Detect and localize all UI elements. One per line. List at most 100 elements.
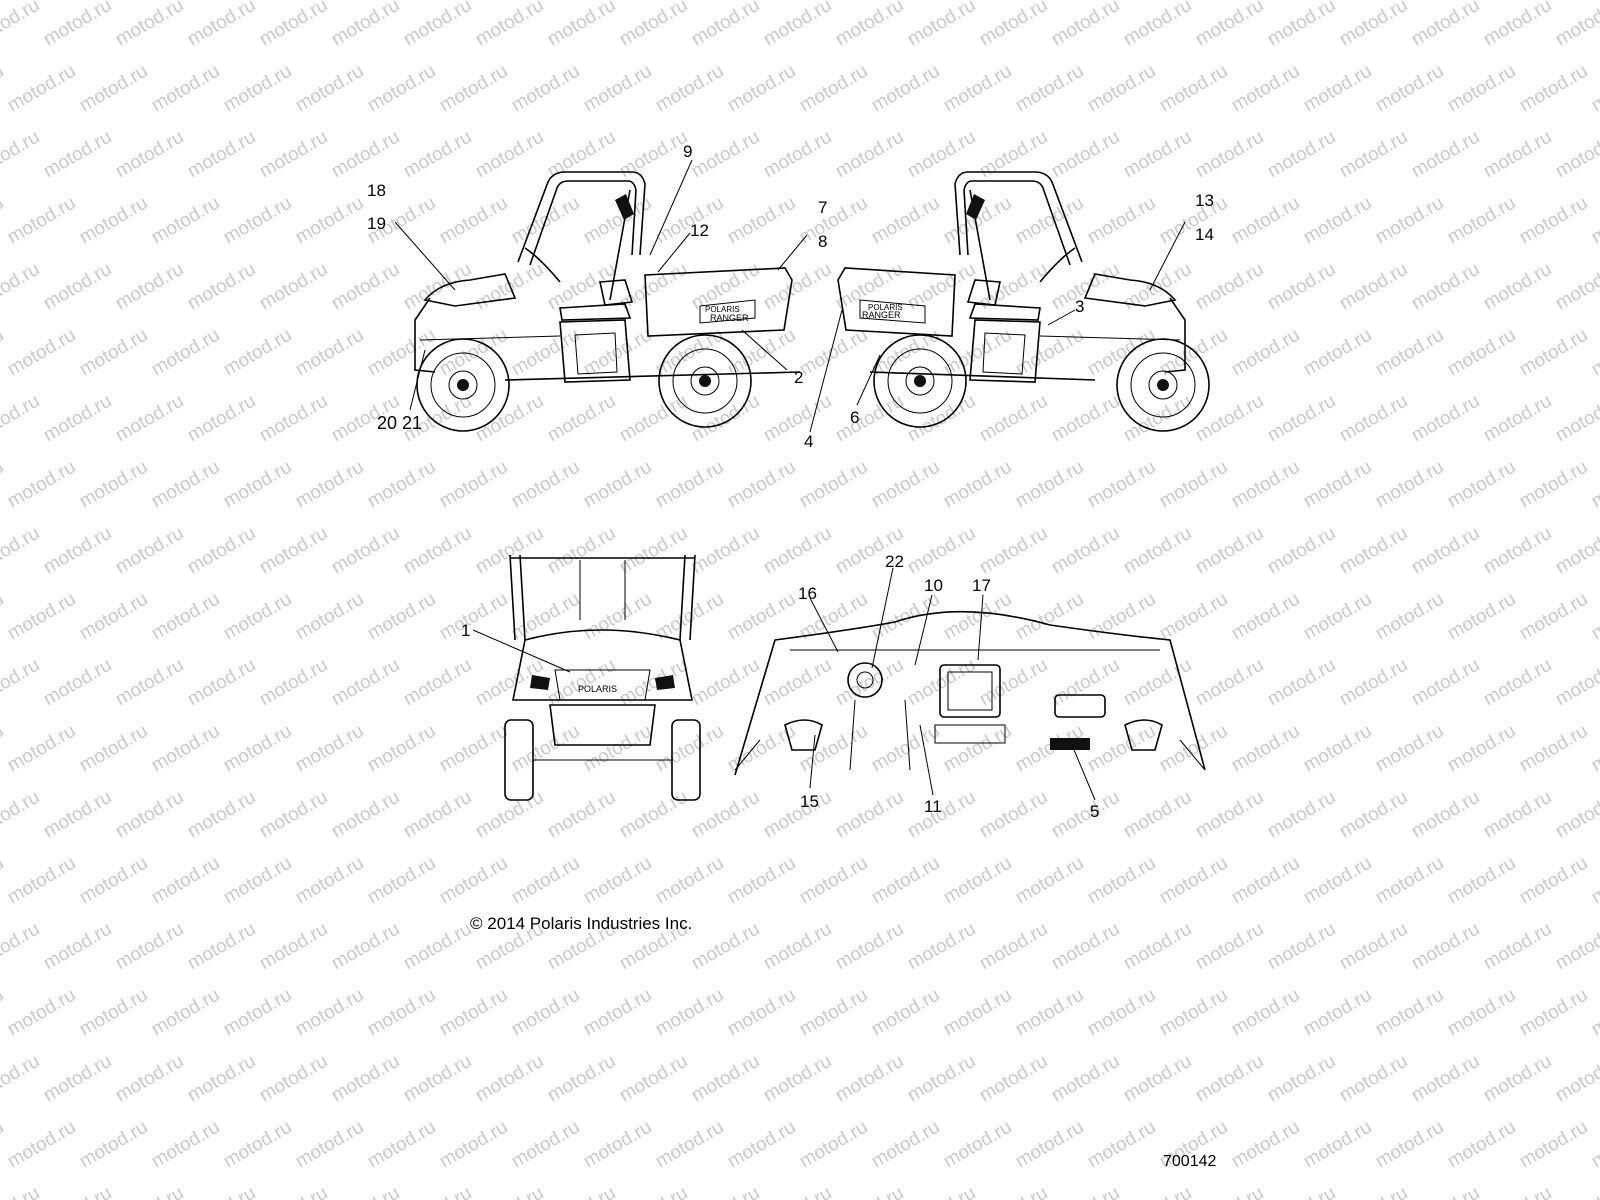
watermark-text: motod.ru xyxy=(1372,721,1447,777)
callout-numbers: 18 19 9 12 7 8 3 2 6 4 13 14 20 21 1 16 … xyxy=(367,142,1214,821)
watermark-text: motod.ru xyxy=(112,391,187,447)
watermark-text: motod.ru xyxy=(0,523,43,579)
watermark-text: motod.ru xyxy=(4,61,79,117)
watermark-text: motod.ru xyxy=(256,127,331,183)
watermark-text: motod.ru xyxy=(508,325,583,381)
watermark-text: motod.ru xyxy=(1300,457,1375,513)
watermark-text: motod.ru xyxy=(760,1183,835,1200)
watermark-text: motod.ru xyxy=(112,655,187,711)
callout-10: 10 xyxy=(924,576,943,595)
watermark-text: motod.ru xyxy=(1120,523,1195,579)
watermark-text: motod.ru xyxy=(112,127,187,183)
watermark-text: motod.ru xyxy=(1120,127,1195,183)
watermark-text: motod.ru xyxy=(1336,0,1411,50)
watermark-text: motod.ru xyxy=(4,1117,79,1173)
watermark-text: motod.ru xyxy=(904,0,979,50)
watermark-text: motod.ru xyxy=(508,61,583,117)
watermark-text: motod.ru xyxy=(4,721,79,777)
watermark-text: motod.ru xyxy=(220,985,295,1041)
watermark-text: motod.ru xyxy=(472,523,547,579)
watermark-text: motod.ru xyxy=(508,985,583,1041)
watermark-text: motod.ru xyxy=(1588,457,1600,513)
watermark-text: motod.ru xyxy=(1228,193,1303,249)
watermark-text: motod.ru xyxy=(976,391,1051,447)
watermark-text: motod.ru xyxy=(1264,1183,1339,1200)
watermark-text: motod.ru xyxy=(1588,853,1600,909)
watermark-text: motod.ru xyxy=(0,127,43,183)
watermark-text: motod.ru xyxy=(40,655,115,711)
watermark-text: motod.ru xyxy=(1048,655,1123,711)
watermark-text: motod.ru xyxy=(616,523,691,579)
watermark-text: motod.ru xyxy=(688,523,763,579)
watermark-text: motod.ru xyxy=(508,721,583,777)
watermark-text: motod.ru xyxy=(1300,853,1375,909)
watermark-text: motod.ru xyxy=(580,61,655,117)
watermark-text: motod.ru xyxy=(1264,127,1339,183)
watermark-text: motod.ru xyxy=(256,391,331,447)
watermark-text: motod.ru xyxy=(1300,1117,1375,1173)
watermark-text: motod.ru xyxy=(1120,0,1195,50)
watermark-text: motod.ru xyxy=(184,0,259,50)
watermark-text: motod.ru xyxy=(0,985,7,1041)
watermark-text: motod.ru xyxy=(256,259,331,315)
watermark-text: motod.ru xyxy=(40,259,115,315)
watermark-text: motod.ru xyxy=(1552,787,1600,843)
watermark-text: motod.ru xyxy=(0,721,7,777)
watermark-text: motod.ru xyxy=(976,919,1051,975)
watermark-text: motod.ru xyxy=(76,193,151,249)
left-polaris-decal: POLARIS xyxy=(705,305,740,314)
watermark-text: motod.ru xyxy=(1012,193,1087,249)
watermark-text: motod.ru xyxy=(400,1051,475,1107)
watermark-text: motod.ru xyxy=(1408,1183,1483,1200)
watermark-text: motod.ru xyxy=(220,589,295,645)
watermark-text: motod.ru xyxy=(688,1183,763,1200)
watermark-text: motod.ru xyxy=(436,985,511,1041)
callout-18: 18 xyxy=(367,181,386,200)
watermark-text: motod.ru xyxy=(1156,985,1231,1041)
watermark-text: motod.ru xyxy=(1480,523,1555,579)
watermark-text: motod.ru xyxy=(184,1051,259,1107)
watermark-text: motod.ru xyxy=(1552,523,1600,579)
watermark-text: motod.ru xyxy=(1192,787,1267,843)
watermark-text: motod.ru xyxy=(796,193,871,249)
vehicle-right-side-view: POLARIS RANGER xyxy=(837,171,1210,432)
callout-8: 8 xyxy=(818,232,827,251)
watermark-text: motod.ru xyxy=(1372,457,1447,513)
callout-9: 9 xyxy=(683,142,692,161)
watermark-text: motod.ru xyxy=(868,853,943,909)
watermark-text: motod.ru xyxy=(1048,523,1123,579)
right-polaris-decal: POLARIS xyxy=(868,303,903,312)
watermark-text: motod.ru xyxy=(1588,589,1600,645)
callout-16: 16 xyxy=(798,584,817,603)
watermark-text: motod.ru xyxy=(724,721,799,777)
watermark-text: motod.ru xyxy=(400,127,475,183)
watermark-text: motod.ru xyxy=(472,391,547,447)
watermark-text: motod.ru xyxy=(436,457,511,513)
watermark-text: motod.ru xyxy=(616,127,691,183)
watermark-text: motod.ru xyxy=(1264,655,1339,711)
vehicle-left-side-view: POLARIS RANGER xyxy=(414,171,801,432)
watermark-text: motod.ru xyxy=(508,1117,583,1173)
watermark-text: motod.ru xyxy=(436,853,511,909)
callout-5: 5 xyxy=(1090,802,1099,821)
watermark-text: motod.ru xyxy=(544,0,619,50)
left-ranger-decal: RANGER xyxy=(710,313,749,323)
watermark-text: motod.ru xyxy=(1444,589,1519,645)
watermark-text: motod.ru xyxy=(400,787,475,843)
watermark-text: motod.ru xyxy=(904,787,979,843)
watermark-text: motod.ru xyxy=(220,193,295,249)
watermark-text: motod.ru xyxy=(652,985,727,1041)
watermark-text: motod.ru xyxy=(1228,853,1303,909)
watermark-text: motod.ru xyxy=(1192,1051,1267,1107)
watermark-text: motod.ru xyxy=(1552,259,1600,315)
watermark-text: motod.ru xyxy=(436,589,511,645)
watermark-text: motod.ru xyxy=(292,589,367,645)
watermark-text: motod.ru xyxy=(796,721,871,777)
watermark-text: motod.ru xyxy=(364,589,439,645)
watermark-text: motod.ru xyxy=(328,1051,403,1107)
callout-4: 4 xyxy=(804,432,813,451)
watermark-text: motod.ru xyxy=(4,457,79,513)
watermark-text: motod.ru xyxy=(1228,721,1303,777)
watermark-text: motod.ru xyxy=(1372,853,1447,909)
watermark-text: motod.ru xyxy=(1192,919,1267,975)
